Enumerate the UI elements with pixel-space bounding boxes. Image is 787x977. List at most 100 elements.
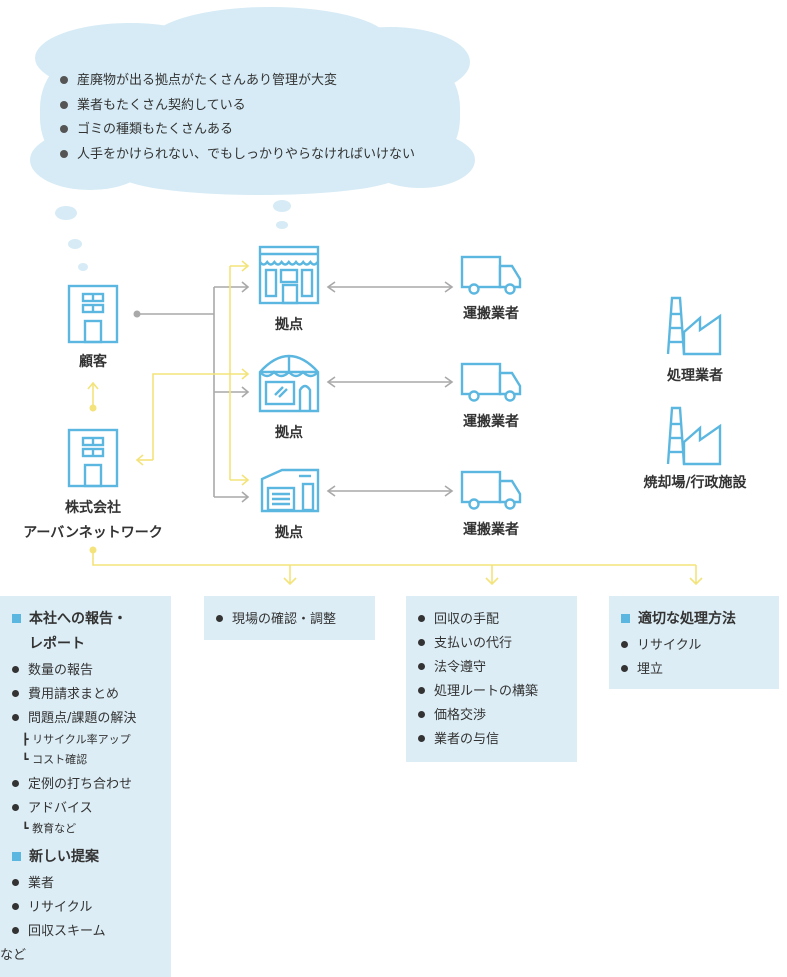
company-label-line2: アーバンネットワーク — [23, 525, 163, 541]
list-item: リサイクル — [621, 634, 701, 653]
cloud-item-text: 人手をかけられない、でもしっかりやらなければいけない — [77, 147, 416, 162]
process-heading-text: 適切な処理方法 — [638, 611, 736, 627]
list-item-text: アドバイス — [28, 801, 93, 816]
bullet-dot — [418, 639, 425, 646]
list-item: 現場の確認・調整 — [216, 608, 336, 627]
incinerator-label: 焼却場/行政施設 — [643, 475, 747, 491]
proposal-heading: 新しい提案 — [12, 846, 99, 866]
customer-building-icon — [67, 284, 119, 344]
list-item-text: 現場の確認・調整 — [232, 612, 337, 627]
bullet-dot — [621, 665, 628, 672]
factory-icon-2 — [666, 406, 722, 466]
report-footer: など — [0, 948, 27, 963]
sub-item: ┗ 教育など — [22, 822, 77, 835]
company-label-line1: 株式会社 — [65, 500, 121, 516]
list-item: リサイクル — [12, 896, 92, 915]
bullet-dot — [12, 666, 19, 673]
company-building-icon — [67, 428, 119, 488]
customer-label: 顧客 — [79, 354, 107, 370]
carrier-label-1: 運搬業者 — [463, 306, 519, 322]
gray-connectors — [138, 281, 250, 503]
process-panel: 適切な処理方法 リサイクル 埋立 — [609, 596, 779, 689]
store-icon-2 — [258, 354, 320, 413]
list-item-text: 数量の報告 — [28, 663, 94, 678]
list-item-text: 費用請求まとめ — [28, 687, 120, 702]
cloud-item: ゴミの種類もたくさんある — [60, 118, 233, 137]
report-panel: 本社への報告・ レポート 数量の報告 費用請求まとめ 問題点/課題の解決 ┣ リ… — [0, 596, 171, 977]
sub-item: ┣ リサイクル率アップ — [22, 733, 131, 746]
list-item: 処理ルートの構築 — [418, 680, 538, 699]
bullet-dot — [60, 100, 68, 109]
list-item: 数量の報告 — [12, 659, 93, 678]
bullet-dot — [621, 641, 628, 648]
list-item-text: リサイクル — [28, 900, 93, 915]
thought-bubbles — [55, 200, 291, 271]
report-heading-text: 本社への報告・ — [29, 611, 127, 627]
list-item-text: リサイクル — [637, 638, 702, 653]
list-item: 支払いの代行 — [418, 632, 512, 651]
report-heading-line2: レポート — [29, 636, 85, 652]
list-item-text: 業者 — [28, 876, 55, 891]
base-label-1: 拠点 — [275, 317, 303, 333]
list-item-text: 処理ルートの構築 — [434, 684, 539, 699]
carrier-label-2: 運搬業者 — [463, 414, 519, 430]
list-item: 法令遵守 — [418, 656, 486, 675]
carrier-label-3: 運搬業者 — [463, 522, 519, 538]
list-item-text: 支払いの代行 — [434, 636, 513, 651]
customer-connector-dot — [133, 310, 141, 318]
bullet-dot — [60, 75, 68, 84]
cloud-item: 人手をかけられない、でもしっかりやらなければいけない — [60, 143, 415, 162]
base-label-2: 拠点 — [275, 425, 303, 441]
truck-icon-3 — [460, 470, 522, 510]
cloud-item: 業者もたくさん契約している — [60, 94, 246, 113]
bullet-dot — [60, 124, 68, 133]
truck-icon-2 — [460, 362, 522, 402]
list-item-text: 法令遵守 — [434, 660, 487, 675]
list-item-text: 問題点/課題の解決 — [28, 711, 137, 726]
list-item: 業者 — [12, 872, 54, 891]
report-heading: 本社への報告・ — [12, 608, 127, 628]
base-carrier-arrows — [326, 281, 454, 497]
list-item-text: 埋立 — [637, 662, 664, 677]
warehouse-icon — [260, 468, 320, 513]
list-item-text: 回収の手配 — [434, 612, 500, 627]
base-label-3: 拠点 — [275, 525, 303, 541]
cloud-item-text: ゴミの種類もたくさんある — [77, 122, 234, 137]
bullet-dot — [12, 927, 19, 934]
truck-icon-1 — [460, 255, 522, 295]
square-bullet-icon — [12, 851, 21, 861]
bullet-dot — [418, 615, 425, 622]
bullet-dot — [60, 149, 68, 158]
store-icon-1 — [258, 245, 320, 305]
bullet-dot — [418, 711, 425, 718]
thought-cloud — [30, 7, 475, 195]
list-item: 定例の打ち合わせ — [12, 773, 132, 792]
bullet-dot — [12, 690, 19, 697]
list-item-text: 業者の与信 — [434, 732, 500, 747]
bullet-dot — [418, 687, 425, 694]
company-bottom-dot — [89, 546, 97, 554]
yellow-connectors — [87, 260, 703, 586]
processor-label: 処理業者 — [667, 368, 723, 384]
proposal-heading-text: 新しい提案 — [29, 849, 99, 865]
bullet-dot — [12, 780, 19, 787]
sub-item: ┗ コスト確認 — [22, 753, 88, 766]
list-item-text: 価格交渉 — [434, 708, 487, 723]
bullet-dot — [12, 903, 19, 910]
bullet-dot — [418, 663, 425, 670]
list-item-text: 定例の打ち合わせ — [28, 777, 133, 792]
site-panel: 現場の確認・調整 — [204, 596, 375, 640]
factory-icon-1 — [666, 296, 722, 356]
list-item-text: 回収スキーム — [28, 924, 106, 939]
process-heading: 適切な処理方法 — [621, 608, 736, 628]
list-item: 回収スキーム — [12, 920, 106, 939]
square-bullet-icon — [12, 613, 21, 623]
bullet-dot — [418, 735, 425, 742]
square-bullet-icon — [621, 613, 630, 623]
cloud-item: 産廃物が出る拠点がたくさんあり管理が大変 — [60, 69, 337, 88]
bullet-dot — [12, 714, 19, 721]
list-item: 業者の与信 — [418, 728, 499, 747]
list-item: 問題点/課題の解決 — [12, 707, 136, 726]
arrange-panel: 回収の手配 支払いの代行 法令遵守 処理ルートの構築 価格交渉 業者の与信 — [406, 596, 577, 762]
